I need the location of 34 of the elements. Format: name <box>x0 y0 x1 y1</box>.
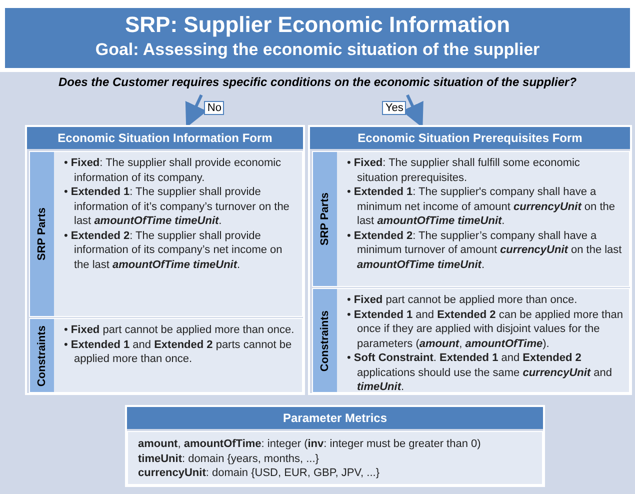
bullet-item: • Fixed: The supplier shall fulfill some economic situation prerequisites. <box>347 156 581 185</box>
bullet-item: • Soft Constraint. Extended 1 and Extended 2 applications should use the same currencyUnit and timeUnit. <box>347 351 613 394</box>
bullet-item: • Extended 2: The supplier’s company shall have a minimum turnover of amount currencyUnit on the last amountOfTime timeUnit. <box>347 228 623 272</box>
bullet-item: • Extended 1: The supplier's company shall have a minimum net income of amount currencyUnit on the last amountOfTime timeUnit. <box>347 185 616 228</box>
bullet-item: • Extended 1 and Extended 2 can be applied more than once if they are applied with disjoint values for the parameters (amount, amountOfTime). <box>347 308 623 351</box>
edge-label: Yes <box>382 101 406 115</box>
subtitle-text: Goal: Assessing the economic situation of the supplier <box>95 40 540 60</box>
bullet-item: • Fixed part cannot be applied more than once. <box>347 293 578 308</box>
form-row <box>29 318 303 393</box>
bullet-item: • Fixed part cannot be applied more than once. <box>64 323 296 338</box>
title-text: SRP: Supplier Economic Information <box>124 12 510 38</box>
metric-line: timeUnit: domain {years, months, ...} <box>138 452 320 466</box>
form-card <box>25 125 305 395</box>
form-card <box>308 125 632 395</box>
form-row <box>312 288 630 393</box>
bullet-item: • Extended 1 and Extended 2 parts cannot be applied more than once. <box>64 338 293 366</box>
metric-line: currencyUnit: domain {USD, EUR, GBP, JPV, ...} <box>138 466 380 480</box>
form-heading: Economic Situation Prerequisites Form <box>310 127 630 149</box>
title-banner <box>5 8 630 68</box>
row-heading: Constraints <box>36 324 48 386</box>
metric-line: amount, amountOfTime: integer (inv: integer must be greater than 0) <box>138 437 482 452</box>
row-heading: Constraints <box>319 310 331 372</box>
form-heading: Economic Situation Information Form <box>27 127 303 149</box>
form-row <box>29 151 303 317</box>
bullet-item: • Fixed: The supplier shall provide economic information of its company. <box>64 156 282 185</box>
bullet-item: • Extended 2: The supplier shall provide information of its company’s net income on the last amountOfTime timeUnit. <box>64 228 284 272</box>
bullet-item: • Extended 1: The supplier shall provide information of it’s company’s turnover on the last amountOfTime timeUnit. <box>64 185 290 228</box>
edge-label: No <box>204 101 224 115</box>
form-row <box>312 151 630 287</box>
form-heading: Parameter Metrics <box>127 407 543 429</box>
row-heading: SRP Parts <box>319 192 331 246</box>
question-text: Does the Customer requires specific conditions on the economic situation of the supplier? <box>40 75 595 93</box>
metrics-card <box>125 405 545 487</box>
row-heading: SRP Parts <box>36 208 48 260</box>
